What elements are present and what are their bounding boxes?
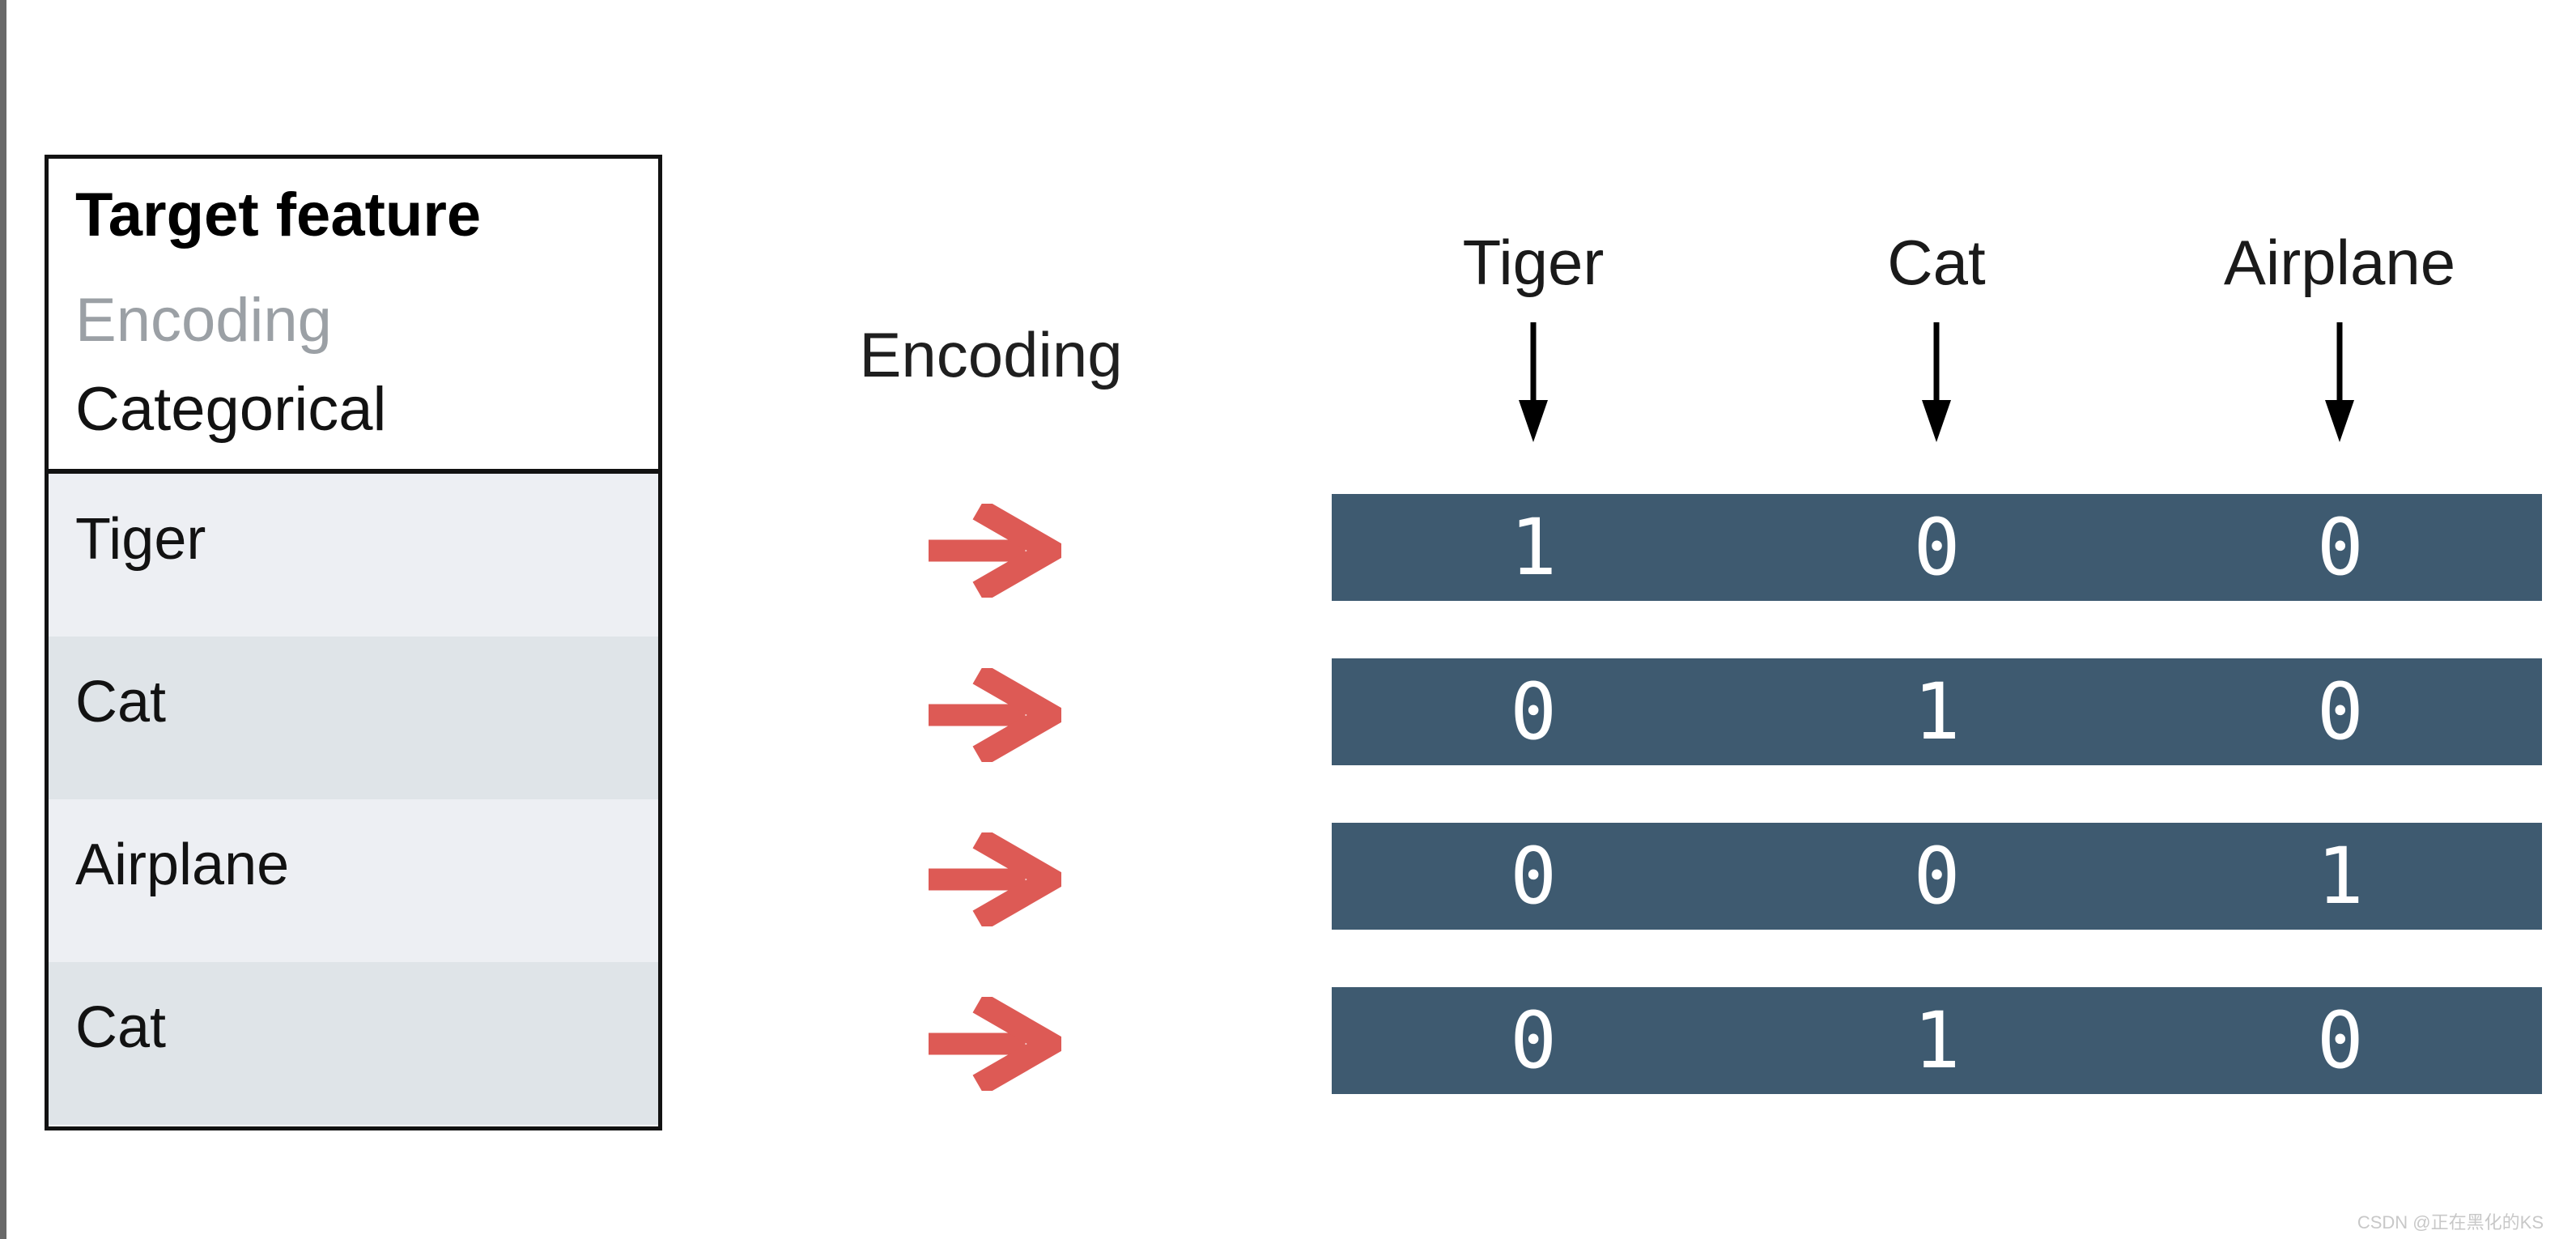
matrix-cell: 0 — [1510, 995, 1558, 1086]
row-label: Cat — [75, 670, 167, 734]
matrix-column-header: Tiger — [1462, 227, 1605, 298]
matrix-cell: 1 — [1913, 666, 1961, 757]
matrix-column-header: Airplane — [2223, 227, 2456, 298]
table-row: Cat — [49, 962, 658, 1125]
table-title: Target feature — [75, 181, 482, 249]
matrix-cell: 0 — [1913, 831, 1961, 922]
down-arrow-icon — [2325, 322, 2354, 442]
matrix-cell: 0 — [1510, 831, 1558, 922]
table-row: Tiger — [49, 474, 658, 637]
matrix-cell: 0 — [2316, 995, 2364, 1086]
matrix-cell: 1 — [1510, 502, 1558, 593]
matrix-row: 0 1 0 — [1332, 658, 2542, 765]
left-edge-bar — [0, 0, 6, 1239]
matrix-cell: 0 — [1913, 502, 1961, 593]
down-arrow-icon — [1922, 322, 1951, 442]
matrix-cell: 1 — [2316, 831, 2364, 922]
matrix-row: 1 0 0 — [1332, 494, 2542, 601]
table-row: Airplane — [49, 799, 658, 962]
table-type-label: Categorical — [75, 375, 387, 444]
table-row: Cat — [49, 637, 658, 799]
matrix-row: 0 0 1 — [1332, 823, 2542, 930]
down-arrow-icon — [1519, 322, 1548, 442]
row-label: Tiger — [75, 507, 206, 572]
matrix-cell: 1 — [1913, 995, 1961, 1086]
right-arrow-icon — [929, 997, 1061, 1091]
table-subtitle: Encoding — [75, 286, 332, 355]
encoding-label: Encoding — [859, 319, 1123, 390]
matrix-row: 0 1 0 — [1332, 987, 2542, 1094]
target-feature-table: Target feature Encoding Categorical Tige… — [45, 155, 662, 1130]
table-header: Target feature Encoding Categorical — [49, 159, 658, 474]
row-label: Airplane — [75, 832, 290, 897]
matrix-cell: 0 — [1510, 666, 1558, 757]
row-label: Cat — [75, 995, 167, 1060]
matrix-cell: 0 — [2316, 502, 2364, 593]
right-arrow-icon — [929, 832, 1061, 926]
watermark: CSDN @正在黑化的KS — [2357, 1212, 2544, 1233]
matrix-cell: 0 — [2316, 666, 2364, 757]
matrix-column-header: Cat — [1887, 227, 1986, 298]
right-arrow-icon — [929, 504, 1061, 598]
right-arrow-icon — [929, 668, 1061, 762]
